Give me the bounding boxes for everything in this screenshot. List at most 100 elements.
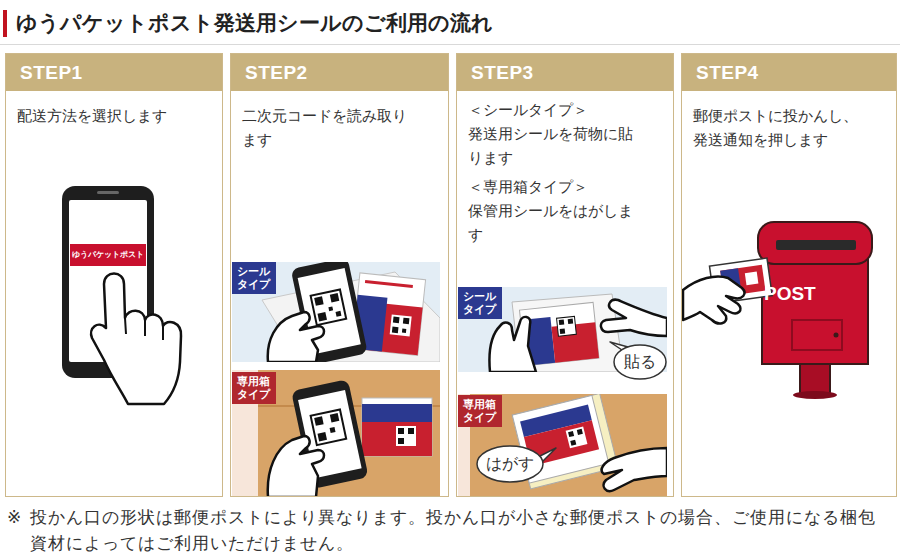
- stick-illustration: [568, 319, 573, 324]
- scan-box-illustration: [362, 422, 432, 456]
- mailbox-illustration: [793, 391, 837, 399]
- peel-illustration: [602, 448, 667, 491]
- scan-sticker-illustration: [314, 296, 323, 305]
- speech-bubble: [614, 345, 666, 379]
- step-body: 郵便ポストに投かんし、発送通知を押します: [682, 91, 896, 152]
- scan-box-illustration: [232, 370, 440, 497]
- stick-illustration: [458, 287, 667, 372]
- bubble-text: はがす: [486, 454, 534, 474]
- scan-sticker-illustration: [268, 312, 324, 362]
- scan-sticker-illustration: [311, 289, 347, 325]
- scan-sticker-illustration: [393, 317, 400, 324]
- scan-box-illustration: [330, 413, 339, 422]
- scan-sticker-illustration: [328, 306, 333, 311]
- stick-illustration: [557, 316, 577, 336]
- mailbox-illustration: [758, 222, 872, 264]
- step-card: STEP3 ＜シールタイプ＞発送用シールを荷物に貼ります ＜専用箱タイプ＞保管用シー…: [456, 53, 674, 497]
- scan-box-illustration: [268, 436, 324, 497]
- scan-box-illustration: [362, 398, 432, 456]
- diagram-title: ゆうパケットポスト発送用シールのご利用の流れ: [16, 9, 493, 37]
- scan-box-illustration: [396, 426, 416, 446]
- type-tag: 専用箱タイプ: [232, 372, 276, 404]
- scan-box-illustration: [408, 428, 414, 434]
- stick-illustration: [560, 328, 565, 333]
- hand-illustration: [91, 274, 181, 405]
- hand-illustration: [125, 318, 163, 340]
- type-tag: 専用箱タイプ: [458, 395, 502, 427]
- scan-box-illustration: [314, 416, 323, 425]
- step-text: 発送用シールを荷物に貼ります: [468, 122, 645, 170]
- step-number: STEP2: [245, 62, 308, 84]
- stick-illustration: [601, 300, 667, 336]
- stick-illustration: [458, 287, 667, 372]
- step-card: STEP4 郵便ポストに投かんし、発送通知を押します: [681, 53, 897, 497]
- phone-illustration: [97, 191, 119, 194]
- scan-sticker-illustration: [232, 262, 440, 362]
- scan-sticker-illustration: [317, 312, 326, 321]
- scan-box-illustration: [398, 428, 404, 434]
- title-decoration: [0, 10, 900, 45]
- peel-illustration: [568, 431, 574, 437]
- note-mark: ※: [7, 504, 21, 530]
- step-number: STEP4: [696, 62, 759, 84]
- scan-box-illustration: [330, 427, 336, 433]
- peel-illustration: [566, 426, 588, 448]
- scan-box-illustration: [232, 370, 440, 497]
- mailbox-illustration: [762, 258, 868, 364]
- mailbox-illustration: [792, 320, 842, 350]
- scan-sticker-illustration: [403, 318, 410, 325]
- scan-box-illustration: [311, 409, 347, 445]
- step-body: 二次元コードを読み取ります: [231, 91, 448, 152]
- step-text: 二次元コードを読み取ります: [242, 104, 420, 152]
- bubble-text: 貼る: [624, 352, 656, 372]
- scan-sticker-illustration: [336, 311, 342, 317]
- title-decoration: [0, 44, 900, 45]
- speech-bubble: [610, 342, 666, 379]
- step-header: STEP1: [6, 54, 222, 91]
- hand-with-sticker: [683, 258, 772, 323]
- stick-illustration: [559, 320, 564, 325]
- scan-sticker-illustration: [402, 329, 406, 333]
- type-heading: ＜専用箱タイプ＞: [468, 175, 645, 199]
- speech-bubble: [477, 446, 543, 482]
- scan-sticker-illustration: [392, 327, 399, 334]
- step-number: STEP1: [20, 62, 83, 84]
- step-header: STEP2: [231, 54, 448, 91]
- step-header: STEP3: [457, 54, 673, 91]
- mailbox-illustration: [776, 240, 856, 250]
- hand-with-sticker: [683, 277, 744, 324]
- step-body: ＜シールタイプ＞発送用シールを荷物に貼ります ＜専用箱タイプ＞保管用シールをはがし…: [457, 91, 673, 247]
- scan-box-illustration: [398, 438, 404, 444]
- step-text: 配送方法を選択します: [17, 104, 194, 128]
- hand-with-sticker: [745, 272, 759, 286]
- scan-sticker-illustration: [330, 293, 339, 302]
- speech-bubble: [477, 446, 556, 482]
- peel-illustration: [577, 429, 583, 435]
- step-text: 保管用シールをはがします: [468, 199, 645, 247]
- mailbox-illustration: [800, 362, 830, 394]
- peel-illustration: [570, 440, 576, 446]
- scan-box-illustration: [317, 432, 326, 441]
- type-tag: シールタイプ: [458, 287, 502, 319]
- peel-illustration: [458, 394, 667, 497]
- type-tag: シールタイプ: [232, 262, 276, 294]
- hand-illustration: [91, 274, 181, 405]
- title-decoration: [3, 10, 7, 37]
- step-body: 配送方法を選択します: [6, 91, 222, 128]
- mailbox-text: POST: [764, 283, 816, 305]
- scan-box-illustration: [258, 370, 440, 497]
- mailbox-illustration: [758, 222, 872, 399]
- step-text: 郵便ポストに投かんし、発送通知を押します: [693, 104, 868, 152]
- step-card: STEP1 配送方法を選択します: [5, 53, 223, 497]
- stick-illustration: [489, 317, 536, 372]
- scan-sticker-illustration: [232, 262, 440, 362]
- screen-button: ゆうパケットポスト: [70, 244, 146, 266]
- type-heading: ＜シールタイプ＞: [468, 98, 645, 122]
- scan-sticker-illustration: [390, 314, 412, 336]
- mailbox-illustration: [834, 333, 839, 338]
- step-number: STEP3: [471, 62, 534, 84]
- scan-box-illustration: [362, 404, 432, 422]
- peel-illustration: [458, 394, 667, 497]
- footnote: 投かん口の形状は郵便ポストにより異なります。投かん口が小さな郵便ポストの場合、ご…: [30, 504, 890, 556]
